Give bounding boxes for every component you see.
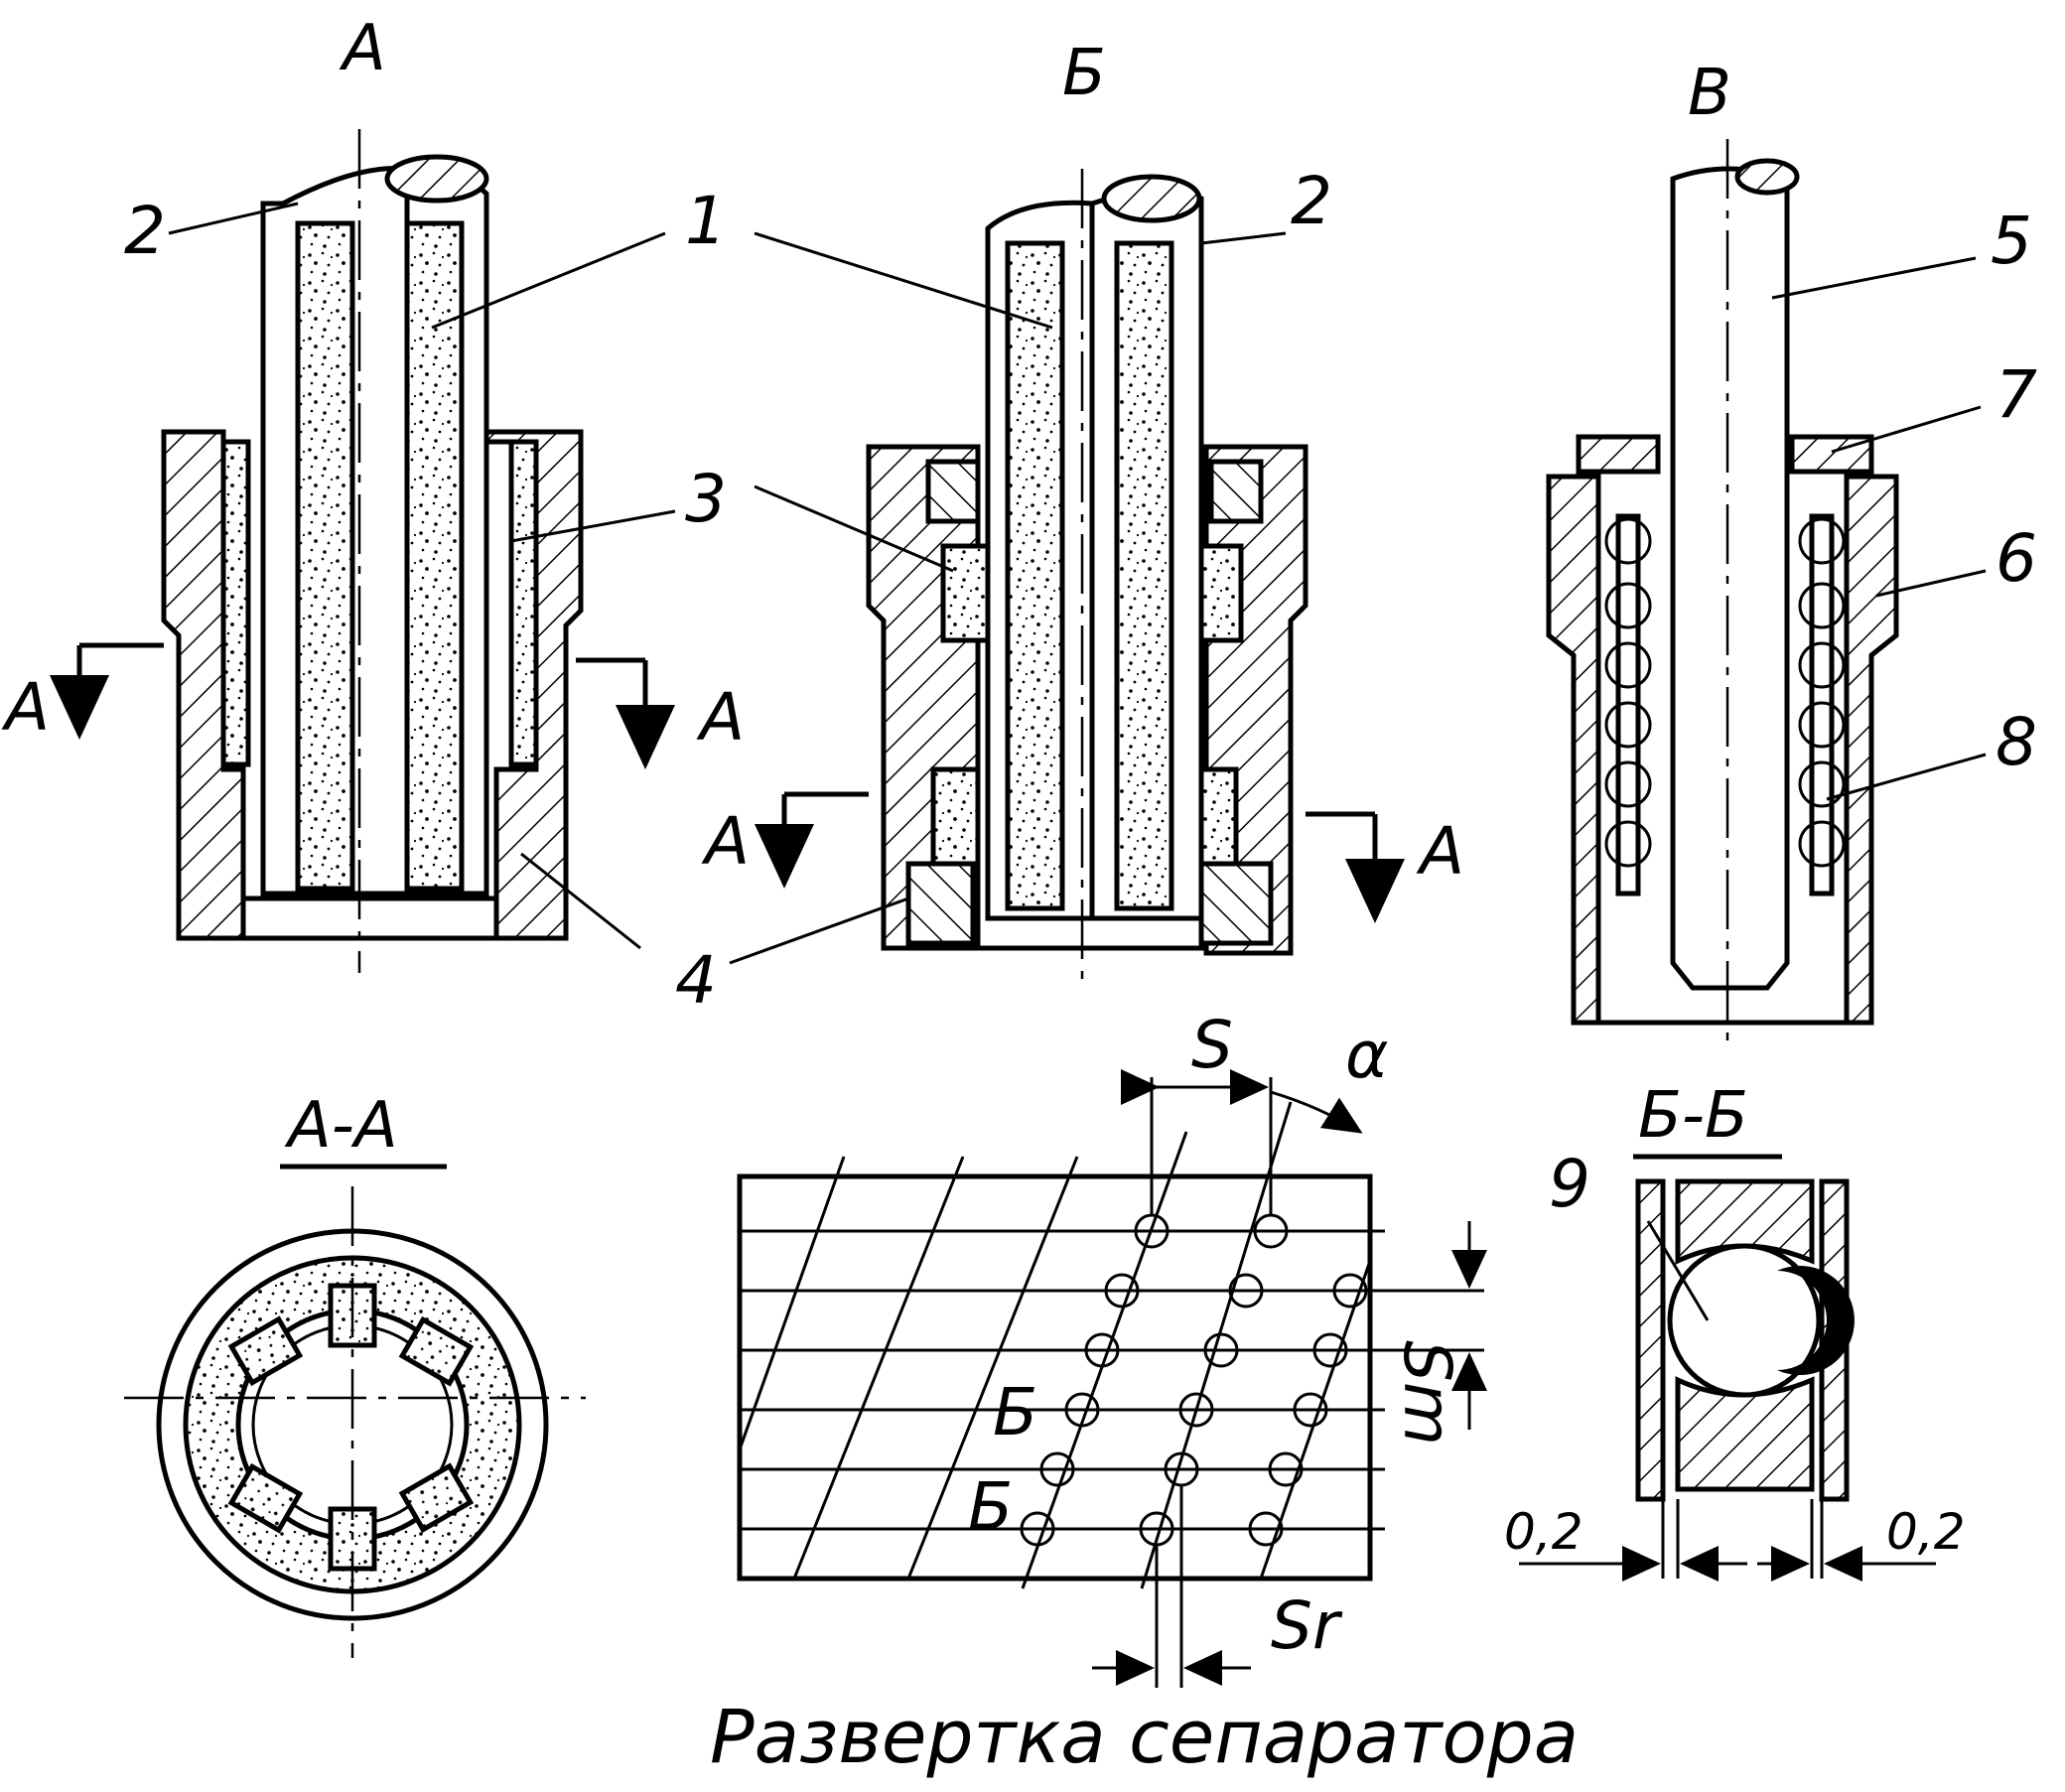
callout-9: 9 xyxy=(1549,1146,1590,1222)
section-bb-ball xyxy=(1667,1243,1822,1398)
callout-7: 7 xyxy=(1996,356,2037,433)
view-a-shaft-section xyxy=(384,154,489,204)
callout-8: 8 xyxy=(1996,704,2037,780)
view-c-balls-left xyxy=(1604,513,1652,896)
view-b-bar-left xyxy=(1005,240,1065,911)
separator-caption: Развертка сепаратора xyxy=(710,1695,1579,1780)
separator-development: Б Б S α Sm Sr Развертка сепаратора xyxy=(710,1007,1579,1780)
section-aa-title: А-А xyxy=(284,1089,398,1163)
section-bb: Б-Б 9 0,2 0,2 xyxy=(1504,1079,1966,1582)
view-b-section-mark-left: А xyxy=(701,803,750,880)
dim-sr: Sr xyxy=(1271,1587,1343,1664)
dim-gap-left: 0,2 xyxy=(1504,1503,1583,1561)
view-a: А А А xyxy=(1,12,745,973)
callout-1: 1 xyxy=(685,183,727,259)
view-b-bar-right xyxy=(1114,240,1174,911)
view-c-title: В xyxy=(1688,57,1731,130)
view-c-housing-left xyxy=(1546,474,1601,1026)
callout-3: 3 xyxy=(685,461,727,537)
separator-section-mark-1: Б xyxy=(993,1374,1037,1450)
view-a-title: А xyxy=(339,12,386,85)
separator-grid xyxy=(738,1101,1484,1589)
view-c: В xyxy=(1546,57,1899,1042)
dim-s: S xyxy=(1191,1007,1233,1083)
separator-sheet xyxy=(737,1173,1373,1582)
section-bb-title: Б-Б xyxy=(1638,1079,1748,1153)
callout-6: 6 xyxy=(1996,520,2037,597)
view-b-title: Б xyxy=(1062,37,1106,110)
view-a-bar-right xyxy=(404,220,465,892)
view-b-pad-upper-left xyxy=(940,543,991,643)
view-c-shaft xyxy=(1670,166,1790,991)
view-c-nut-left xyxy=(1576,434,1661,475)
view-a-lining-left xyxy=(220,439,251,767)
view-b: Б А А xyxy=(701,37,1464,983)
view-b-shaft-section xyxy=(1101,174,1202,223)
view-a-section-mark-right: А xyxy=(696,679,745,756)
separator-section-mark-2: Б xyxy=(968,1468,1013,1545)
view-a-section-mark-left: А xyxy=(1,669,50,746)
callout-5: 5 xyxy=(1991,203,2032,279)
view-a-bar-left xyxy=(295,220,355,892)
view-c-housing-right xyxy=(1844,474,1899,1026)
callout-4: 4 xyxy=(675,942,717,1019)
section-aa: А-А xyxy=(124,1089,586,1658)
view-c-balls-right xyxy=(1798,513,1846,896)
dim-alpha: α xyxy=(1345,1017,1389,1093)
callout-2-right: 2 xyxy=(1291,163,1332,239)
section-bb-wall-left xyxy=(1635,1178,1666,1502)
part-callouts: 2 1 2 3 4 5 7 6 8 xyxy=(124,163,2037,1019)
view-b-pad-lower-left xyxy=(930,766,981,867)
separator-ball-holes xyxy=(1020,1213,1368,1547)
callout-2-left: 2 xyxy=(124,193,166,269)
view-b-section-mark-right: А xyxy=(1416,813,1464,890)
dim-gap-right: 0,2 xyxy=(1886,1503,1966,1561)
view-a-lining-right xyxy=(508,439,539,767)
dim-sm: Sm xyxy=(1389,1340,1465,1446)
